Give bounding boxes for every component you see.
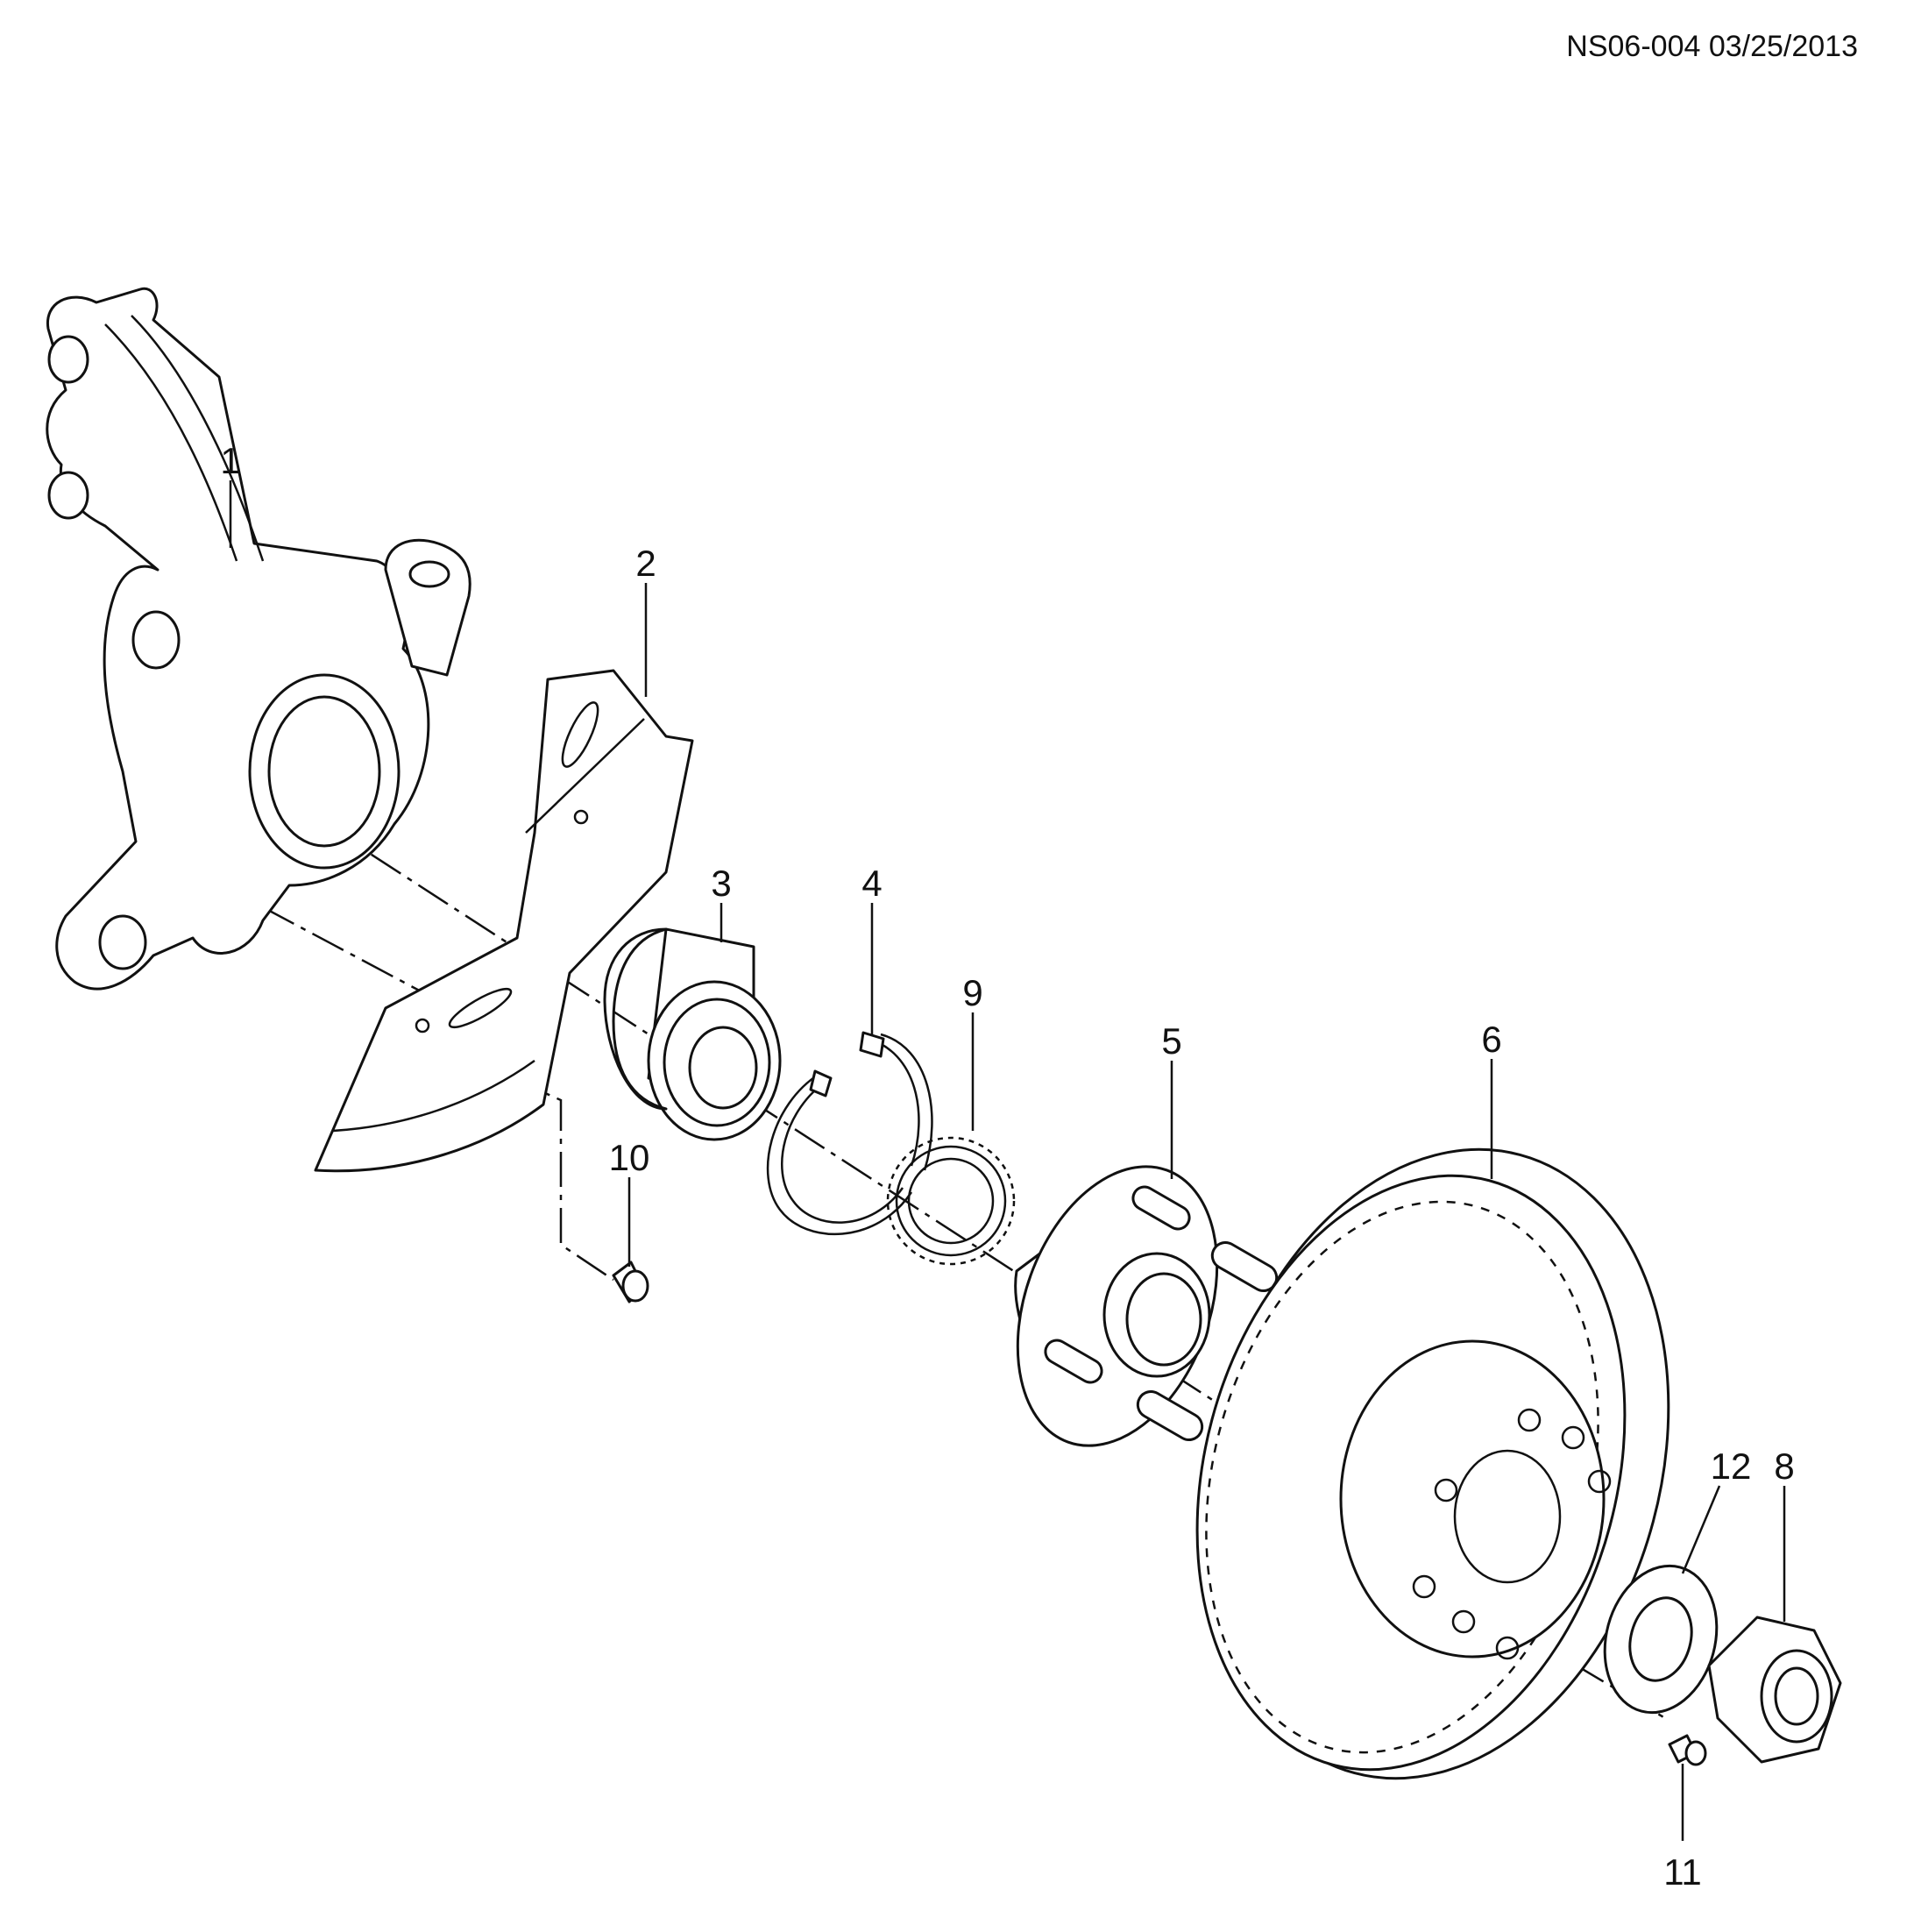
callout-8: 8 [1774,1445,1794,1487]
callout-3: 3 [711,863,731,904]
splash-shield [314,669,694,1173]
callout-4: 4 [861,863,882,904]
callout-12: 12 [1711,1445,1752,1487]
callout-labels: 1 2 3 4 9 5 6 10 12 8 11 [220,440,1794,1893]
callout-9: 9 [962,972,982,1013]
rotor-screw [1668,1734,1707,1766]
callout-11: 11 [1663,1851,1702,1893]
callout-2: 2 [635,543,656,584]
hub-nut [1707,1616,1842,1764]
wheel-hub [1014,1165,1279,1447]
callout-5: 5 [1161,1020,1181,1062]
brake-rotor [1195,1147,1670,1780]
callout-10: 10 [609,1137,650,1178]
shield-bolt [612,1261,649,1303]
washer [1603,1564,1719,1715]
abs-tone-ring [886,1136,1016,1266]
callout-6: 6 [1481,1019,1501,1060]
steering-knuckle [46,287,471,991]
callout-1: 1 [220,440,240,481]
snap-ring [766,1031,933,1236]
leader-lines [229,480,1786,1841]
drawing-code: NS06-004 03/25/2013 [1566,30,1858,63]
wheel-bearing [603,927,782,1141]
